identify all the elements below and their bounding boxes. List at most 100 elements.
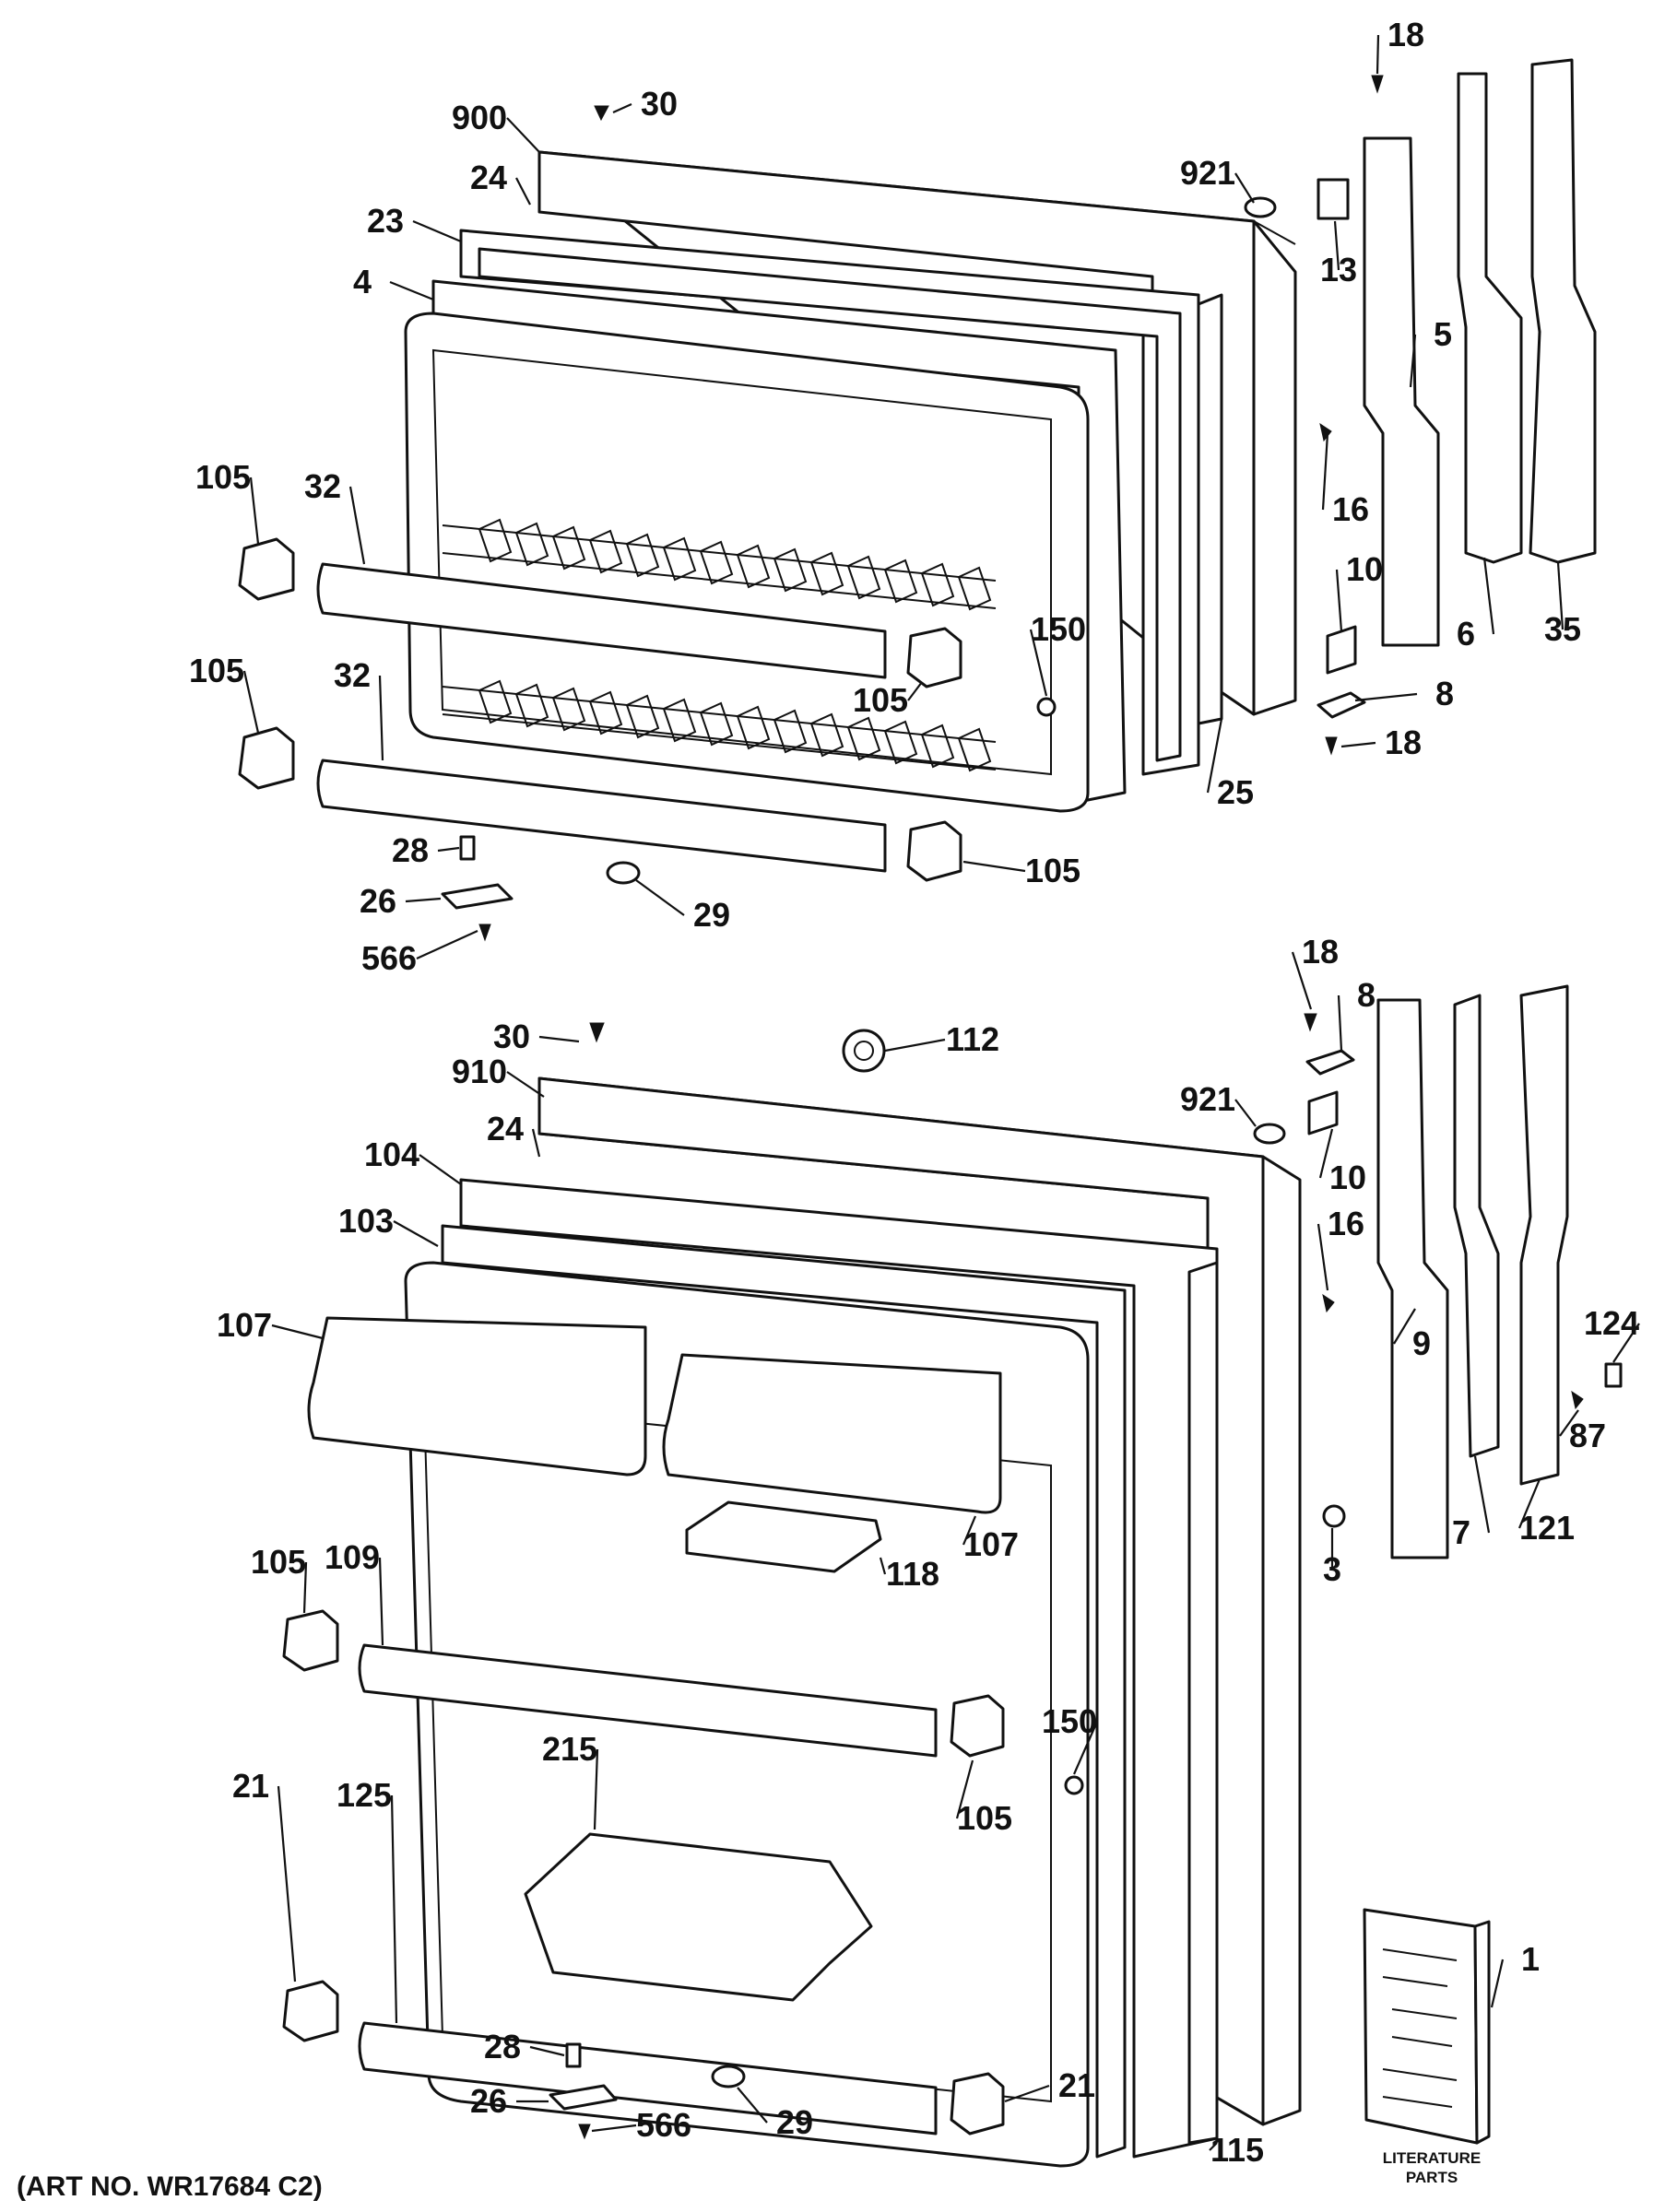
- leader-line: [1316, 1223, 1329, 1291]
- freezer-hinge-hardware: [1244, 58, 1597, 756]
- screw-icon: [578, 2124, 591, 2140]
- screw-icon: [1571, 1390, 1584, 1410]
- callout-c8b: 8: [1357, 976, 1376, 1014]
- fresh-food-door-gasket: [459, 1178, 1219, 2159]
- door-shelf-bar-125: [358, 2021, 938, 2136]
- leader-line: [538, 1035, 580, 1043]
- shelf-rib: [588, 690, 623, 735]
- egg-tray: [685, 1500, 882, 1573]
- callout-c35: 35: [1544, 610, 1581, 648]
- leader-line: [1234, 1099, 1257, 1127]
- callout-c4: 4: [353, 263, 372, 300]
- leader-line: [378, 675, 384, 761]
- screw-icon: [1064, 1775, 1084, 1795]
- callout-c566a: 566: [361, 939, 417, 977]
- callout-c6: 6: [1457, 615, 1475, 653]
- callout-c30b: 30: [493, 1018, 530, 1055]
- shelf-rib: [699, 701, 734, 747]
- callout-c105c: 105: [189, 652, 244, 689]
- callout-c26a: 26: [360, 882, 396, 920]
- shelf-rib: [736, 544, 771, 589]
- screw-icon: [1036, 697, 1057, 717]
- shelf-rib: [957, 566, 992, 611]
- leader-line: [962, 860, 1026, 873]
- leader-line: [348, 486, 366, 565]
- leader-line: [1340, 741, 1376, 748]
- door-handle-121: [1519, 984, 1569, 1486]
- hinge-bracket-9: [1376, 998, 1449, 1559]
- shelf-rib: [478, 518, 513, 563]
- leader-line: [1559, 1409, 1579, 1437]
- shelf-rib: [846, 555, 881, 600]
- leader-line: [506, 1071, 545, 1098]
- leader-line: [1490, 1959, 1505, 2008]
- callout-c13: 13: [1320, 251, 1357, 288]
- freezer-door-assembly: [238, 150, 1297, 882]
- leader-line: [962, 1515, 977, 1546]
- plug-29: [606, 861, 641, 885]
- leader-line: [1354, 692, 1418, 702]
- leader-line: [593, 1748, 599, 1830]
- shelf-rib: [846, 716, 881, 761]
- door-handle-35: [1529, 58, 1597, 564]
- callout-c105e: 105: [251, 1543, 306, 1581]
- callout-c8a: 8: [1435, 675, 1454, 712]
- leader-line: [419, 1154, 462, 1185]
- freezer-inner-liner: [404, 312, 1090, 813]
- callout-c124: 124: [1584, 1304, 1639, 1342]
- screw-icon: [478, 924, 491, 942]
- literature-label-line2: PARTS: [1406, 2169, 1458, 2186]
- leader-line: [271, 1324, 324, 1340]
- shelf-end-cap-icon: [238, 726, 295, 790]
- shelf-rib: [551, 687, 586, 732]
- shelf-rib: [514, 683, 549, 728]
- shelf-rib: [773, 547, 808, 593]
- callout-c107b: 107: [963, 1525, 1019, 1563]
- plug-icon: [1253, 1123, 1286, 1145]
- shelf-rib: [551, 525, 586, 571]
- screw-icon: [1325, 736, 1338, 756]
- leader-line: [1335, 569, 1343, 632]
- screw-icon: [1322, 1293, 1335, 1313]
- leader-line: [884, 1038, 946, 1053]
- leader-line: [389, 280, 434, 301]
- hinge-bracket-5: [1363, 136, 1440, 647]
- shelf-rib: [514, 522, 549, 567]
- literature-book: LITERATURE PARTS: [1363, 1908, 1491, 2186]
- door-handle-6: [1457, 72, 1523, 564]
- hinge-pin-8: [1316, 691, 1366, 719]
- callout-c21a: 21: [232, 1767, 269, 1805]
- callout-c24b: 24: [487, 1110, 524, 1147]
- callout-c215: 215: [542, 1730, 597, 1768]
- screw-icon: [1371, 75, 1384, 94]
- shelf-rib: [920, 562, 955, 607]
- callout-c115: 115: [1210, 2131, 1264, 2169]
- art-number: (ART NO. WR17684 C2): [17, 2171, 323, 2202]
- shelf-rib: [809, 712, 844, 758]
- leader-line: [249, 477, 260, 545]
- shelf-rib: [478, 679, 513, 724]
- fresh-food-hinge-hardware: [842, 984, 1623, 1559]
- callout-c118: 118: [886, 1555, 939, 1593]
- leader-line: [437, 846, 460, 853]
- shelf-rib: [662, 698, 697, 743]
- fresh-food-bottom-hardware: [549, 1022, 746, 2140]
- leader-line: [1333, 220, 1340, 271]
- leader-line: [506, 117, 540, 153]
- leader-line: [1209, 2142, 1218, 2151]
- leader-line: [531, 1128, 541, 1158]
- shelf-end-cap-icon: [906, 820, 962, 882]
- leader-line: [1376, 34, 1380, 75]
- fresh-food-door-assembly: [282, 1077, 1302, 2168]
- callout-c23: 23: [367, 202, 404, 240]
- leader-line: [277, 1785, 297, 1983]
- callout-c25: 25: [1217, 773, 1254, 811]
- callout-c16a: 16: [1332, 490, 1369, 528]
- hinge-plate-8: [1305, 1049, 1355, 1076]
- leader-line: [302, 1561, 308, 1614]
- fresh-food-side-rail: [1187, 1261, 1219, 2145]
- shelf-rib: [699, 540, 734, 585]
- leader-line: [1556, 561, 1564, 630]
- callout-c921a: 921: [1180, 154, 1235, 192]
